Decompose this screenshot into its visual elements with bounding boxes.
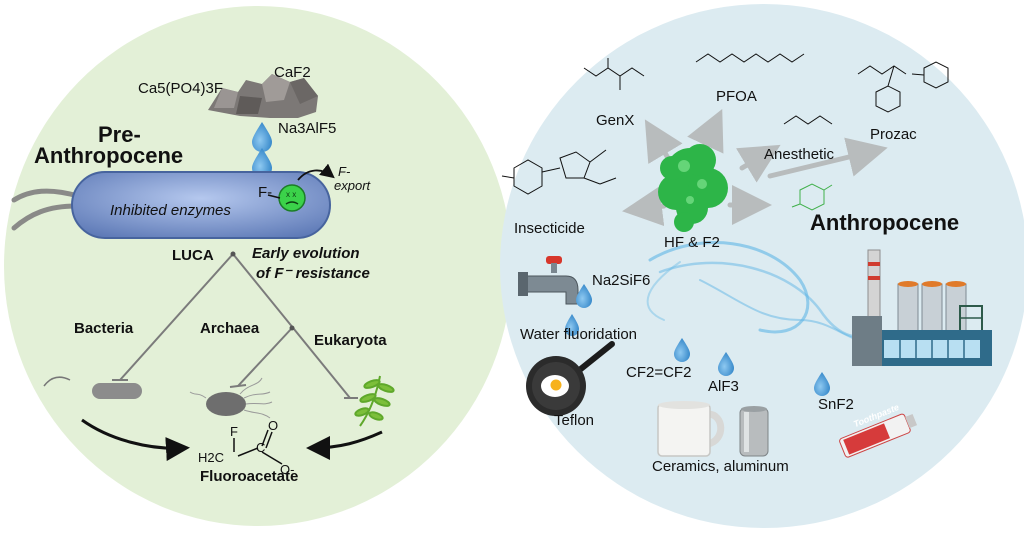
water-droplet-icon bbox=[252, 122, 272, 152]
insecticide-structure bbox=[501, 149, 617, 195]
alf3-label: AlF3 bbox=[708, 378, 739, 395]
fluoroacetate-c: C bbox=[256, 440, 266, 455]
ceramic-mug-icon bbox=[657, 401, 725, 457]
fluoride-ion-label: F- bbox=[258, 184, 273, 201]
mineral-fluorapatite: Ca5(PO4)3F bbox=[138, 80, 224, 97]
insecticide-label: Insecticide bbox=[514, 220, 585, 237]
snf2-label: SnF2 bbox=[818, 396, 854, 413]
genx-structure bbox=[583, 58, 645, 90]
export-arrow bbox=[297, 163, 335, 181]
svg-text:x x: x x bbox=[286, 190, 296, 199]
frying-pan-icon bbox=[526, 341, 615, 416]
eukaryota-label: Eukaryota bbox=[314, 332, 387, 349]
fluoroacetate-h2c: H2C bbox=[198, 450, 225, 465]
teflon-label: Teflon bbox=[554, 412, 595, 429]
mineral-fluorite: CaF2 bbox=[274, 64, 311, 81]
ceramics-aluminum-label: Ceramics, aluminum bbox=[652, 458, 789, 475]
export-label-line2: export bbox=[334, 178, 371, 193]
prozac-structure bbox=[857, 61, 949, 113]
water-droplet-icon bbox=[252, 148, 272, 178]
fluoroacetate-ominus: O- bbox=[280, 462, 295, 477]
hf-arrows bbox=[622, 108, 888, 227]
archaeon-icon bbox=[189, 377, 273, 419]
archaea-label: Archaea bbox=[200, 320, 260, 337]
factory-icon bbox=[852, 249, 992, 366]
inhibited-enzymes-label: Inhibited enzymes bbox=[110, 202, 231, 219]
eukaryota-to-fluoroacetate-arrow bbox=[306, 430, 383, 460]
prozac-label: Prozac bbox=[870, 126, 917, 143]
water-droplet-icon bbox=[576, 284, 592, 308]
trifluoromethylphenol-structure bbox=[791, 183, 833, 211]
anesthetic-structure bbox=[783, 115, 833, 125]
bacteria-to-fluoroacetate-arrow bbox=[81, 418, 190, 462]
water-fluoridation-label: Water fluoridation bbox=[520, 326, 637, 343]
rock-pile-icon bbox=[208, 74, 318, 118]
hf-f2-label: HF & F2 bbox=[664, 234, 720, 251]
fluoroacetate-label: Fluoroacetate bbox=[200, 468, 299, 485]
bacterium-icon bbox=[43, 376, 142, 399]
bacteria-label: Bacteria bbox=[74, 320, 134, 337]
flagella-icon bbox=[11, 188, 81, 231]
mineral-cryolite: Na3AlF5 bbox=[278, 120, 337, 137]
fluoroacetate-structure bbox=[233, 429, 283, 465]
pre-anthropocene-title-line1: Pre- bbox=[98, 122, 141, 147]
water-droplet-icon bbox=[814, 372, 830, 396]
pfoa-label: PFOA bbox=[716, 88, 757, 105]
pre-anthropocene-title-line2: Anthropocene bbox=[34, 143, 184, 168]
aluminum-can-icon bbox=[739, 406, 769, 457]
fluoroacetate-o: O bbox=[268, 418, 279, 433]
fluoroacetate-f: F bbox=[230, 424, 238, 439]
export-label-line1: F- bbox=[338, 164, 351, 179]
water-droplet-icon bbox=[565, 314, 579, 336]
water-droplet-icon bbox=[718, 352, 734, 376]
na2sif6-label: Na2SiF6 bbox=[592, 272, 651, 289]
fern-icon bbox=[354, 375, 395, 427]
genx-label: GenX bbox=[596, 112, 635, 129]
fluoride-bond bbox=[267, 194, 281, 199]
early-evolution-line1: Early evolution bbox=[252, 245, 360, 262]
anthropocene-circle bbox=[500, 4, 1024, 528]
luca-label: LUCA bbox=[172, 247, 214, 264]
early-evolution-line2: of F⁻ resistance bbox=[256, 265, 370, 282]
anesthetic-label: Anesthetic bbox=[764, 146, 835, 163]
anthropocene-title: Anthropocene bbox=[810, 210, 960, 235]
tetrafluoroethylene-label: CF2=CF2 bbox=[626, 364, 692, 381]
toothpaste-icon bbox=[839, 413, 918, 458]
water-droplet-icon bbox=[674, 338, 690, 362]
bacterial-cell bbox=[71, 171, 331, 239]
faucet-icon bbox=[518, 256, 579, 305]
pfoa-structure bbox=[695, 53, 805, 63]
